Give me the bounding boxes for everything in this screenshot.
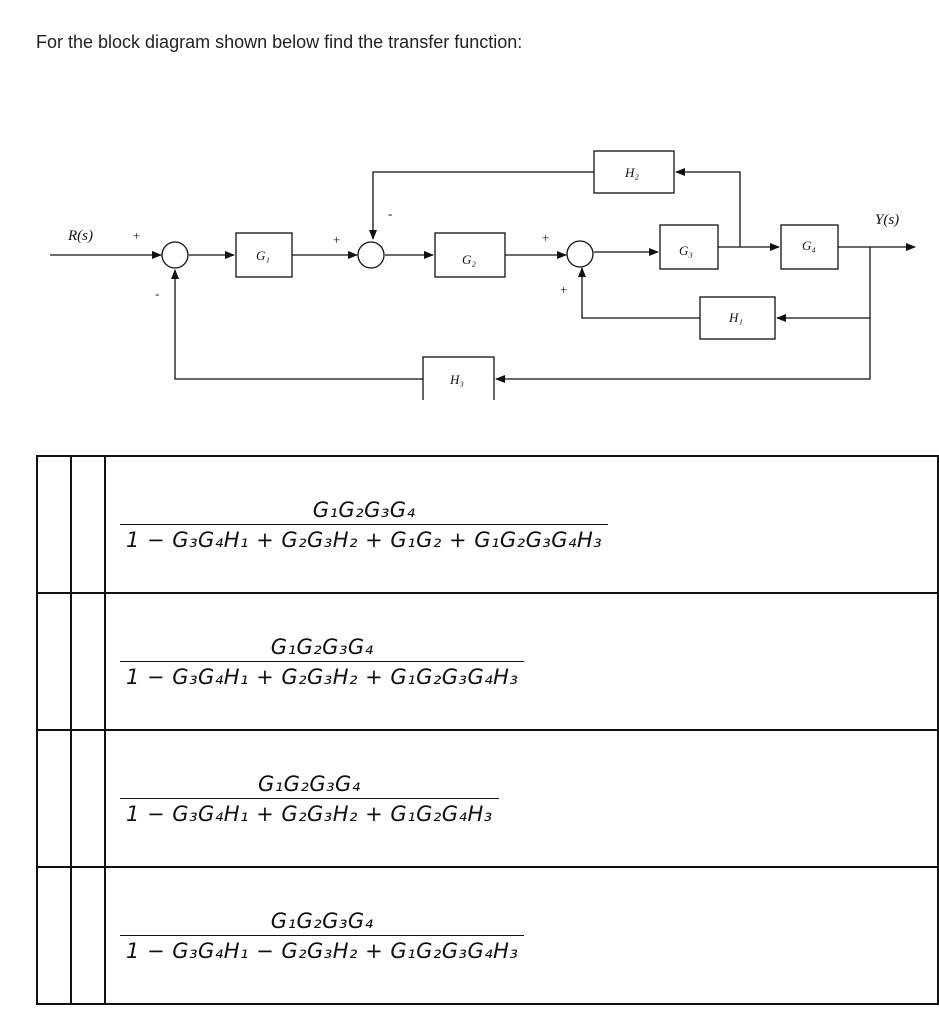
option-marker-cell — [70, 592, 106, 731]
block-g3-label: G₃ — [679, 243, 693, 258]
summing-junction-3 — [566, 240, 594, 268]
h2-feedback-in-line — [675, 168, 741, 247]
summing-junction-2 — [357, 241, 385, 269]
answer-option-row[interactable]: G₁G₂G₃G₄ 1 − G₃G₄H₁ + G₂G₃H₂ + G₁G₂G₄H₃ — [36, 729, 939, 868]
block-g1-label: G₁ — [256, 248, 270, 263]
h3-feedback-in-line — [495, 318, 871, 383]
output-label: Y(s) — [875, 212, 899, 228]
h3-feedback-out-line — [171, 269, 423, 380]
fraction-denominator: 1 − G₃G₄H₁ + G₂G₃H₂ + G₁G₂ + G₁G₂G₃G₄H₃ — [120, 523, 609, 552]
sum1-plus-sign: + — [133, 228, 140, 243]
option-radio-cell[interactable] — [36, 866, 72, 1005]
block-g4 — [780, 224, 839, 270]
option-radio-cell[interactable] — [36, 729, 72, 868]
block-h2-label: H₂ — [624, 165, 639, 180]
fraction-numerator: G₁G₂G₃G₄ — [270, 908, 374, 933]
sum3-feedback-plus-sign: + — [560, 282, 567, 297]
option-radio-cell[interactable] — [36, 455, 72, 594]
block-diagram: G₁ G₂ G₃ G₄ H₂ H₁ H₃ R(s) Y(s) + - + - +… — [50, 150, 916, 400]
sum3-plus-sign: + — [542, 230, 549, 245]
summing-junction-1 — [161, 241, 189, 269]
answer-option-row[interactable]: G₁G₂G₃G₄ 1 − G₃G₄H₁ − G₂G₃H₂ + G₁G₂G₃G₄H… — [36, 866, 939, 1005]
option-marker-cell — [70, 455, 106, 594]
fraction-numerator: G₁G₂G₃G₄ — [312, 497, 416, 522]
block-h1 — [699, 296, 776, 340]
input-label: R(s) — [67, 228, 93, 244]
fraction-denominator: 1 − G₃G₄H₁ + G₂G₃H₂ + G₁G₂G₃G₄H₃ — [120, 660, 525, 689]
fraction-denominator: 1 − G₃G₄H₁ − G₂G₃H₂ + G₁G₂G₃G₄H₃ — [120, 934, 525, 963]
h1-feedback-out-line — [578, 267, 700, 319]
block-g4-label: G₄ — [802, 238, 816, 253]
option-marker-cell — [70, 729, 106, 868]
fraction-denominator: 1 − G₃G₄H₁ + G₂G₃H₂ + G₁G₂G₄H₃ — [120, 797, 499, 826]
block-h2 — [593, 150, 675, 194]
block-g2-label: G₂ — [462, 252, 476, 267]
option-marker-cell — [70, 866, 106, 1005]
option-content-cell[interactable]: G₁G₂G₃G₄ 1 − G₃G₄H₁ + G₂G₃H₂ + G₁G₂G₃G₄H… — [104, 592, 939, 731]
h2-feedback-out-line — [369, 171, 594, 240]
transfer-function-fraction: G₁G₂G₃G₄ 1 − G₃G₄H₁ + G₂G₃H₂ + G₁G₂G₃G₄H… — [120, 634, 525, 689]
transfer-function-fraction: G₁G₂G₃G₄ 1 − G₃G₄H₁ − G₂G₃H₂ + G₁G₂G₃G₄H… — [120, 908, 525, 963]
answer-option-row[interactable]: G₁G₂G₃G₄ 1 − G₃G₄H₁ + G₂G₃H₂ + G₁G₂ + G₁… — [36, 455, 939, 594]
option-content-cell[interactable]: G₁G₂G₃G₄ 1 − G₃G₄H₁ + G₂G₃H₂ + G₁G₂G₄H₃ — [104, 729, 939, 868]
block-h3 — [422, 356, 495, 400]
fraction-numerator: G₁G₂G₃G₄ — [270, 634, 374, 659]
option-radio-cell[interactable] — [36, 592, 72, 731]
transfer-function-fraction: G₁G₂G₃G₄ 1 − G₃G₄H₁ + G₂G₃H₂ + G₁G₂ + G₁… — [120, 497, 609, 552]
sum2-minus-sign: - — [388, 206, 392, 221]
sum1-minus-sign: - — [155, 286, 159, 301]
block-h3-label: H₃ — [449, 372, 464, 387]
option-content-cell[interactable]: G₁G₂G₃G₄ 1 − G₃G₄H₁ + G₂G₃H₂ + G₁G₂ + G₁… — [104, 455, 939, 594]
block-g1 — [235, 232, 293, 278]
answer-option-row[interactable]: G₁G₂G₃G₄ 1 − G₃G₄H₁ + G₂G₃H₂ + G₁G₂G₃G₄H… — [36, 592, 939, 731]
question-text: For the block diagram shown below find t… — [36, 32, 523, 52]
block-h1-label: H₁ — [728, 310, 743, 325]
sum2-plus-sign: + — [333, 232, 340, 247]
option-content-cell[interactable]: G₁G₂G₃G₄ 1 − G₃G₄H₁ − G₂G₃H₂ + G₁G₂G₃G₄H… — [104, 866, 939, 1005]
block-g3 — [659, 224, 719, 270]
block-g2 — [434, 232, 506, 278]
transfer-function-fraction: G₁G₂G₃G₄ 1 − G₃G₄H₁ + G₂G₃H₂ + G₁G₂G₄H₃ — [120, 772, 499, 826]
answer-options-table: G₁G₂G₃G₄ 1 − G₃G₄H₁ + G₂G₃H₂ + G₁G₂ + G₁… — [36, 455, 939, 1005]
fraction-numerator: G₁G₂G₃G₄ — [257, 771, 361, 796]
